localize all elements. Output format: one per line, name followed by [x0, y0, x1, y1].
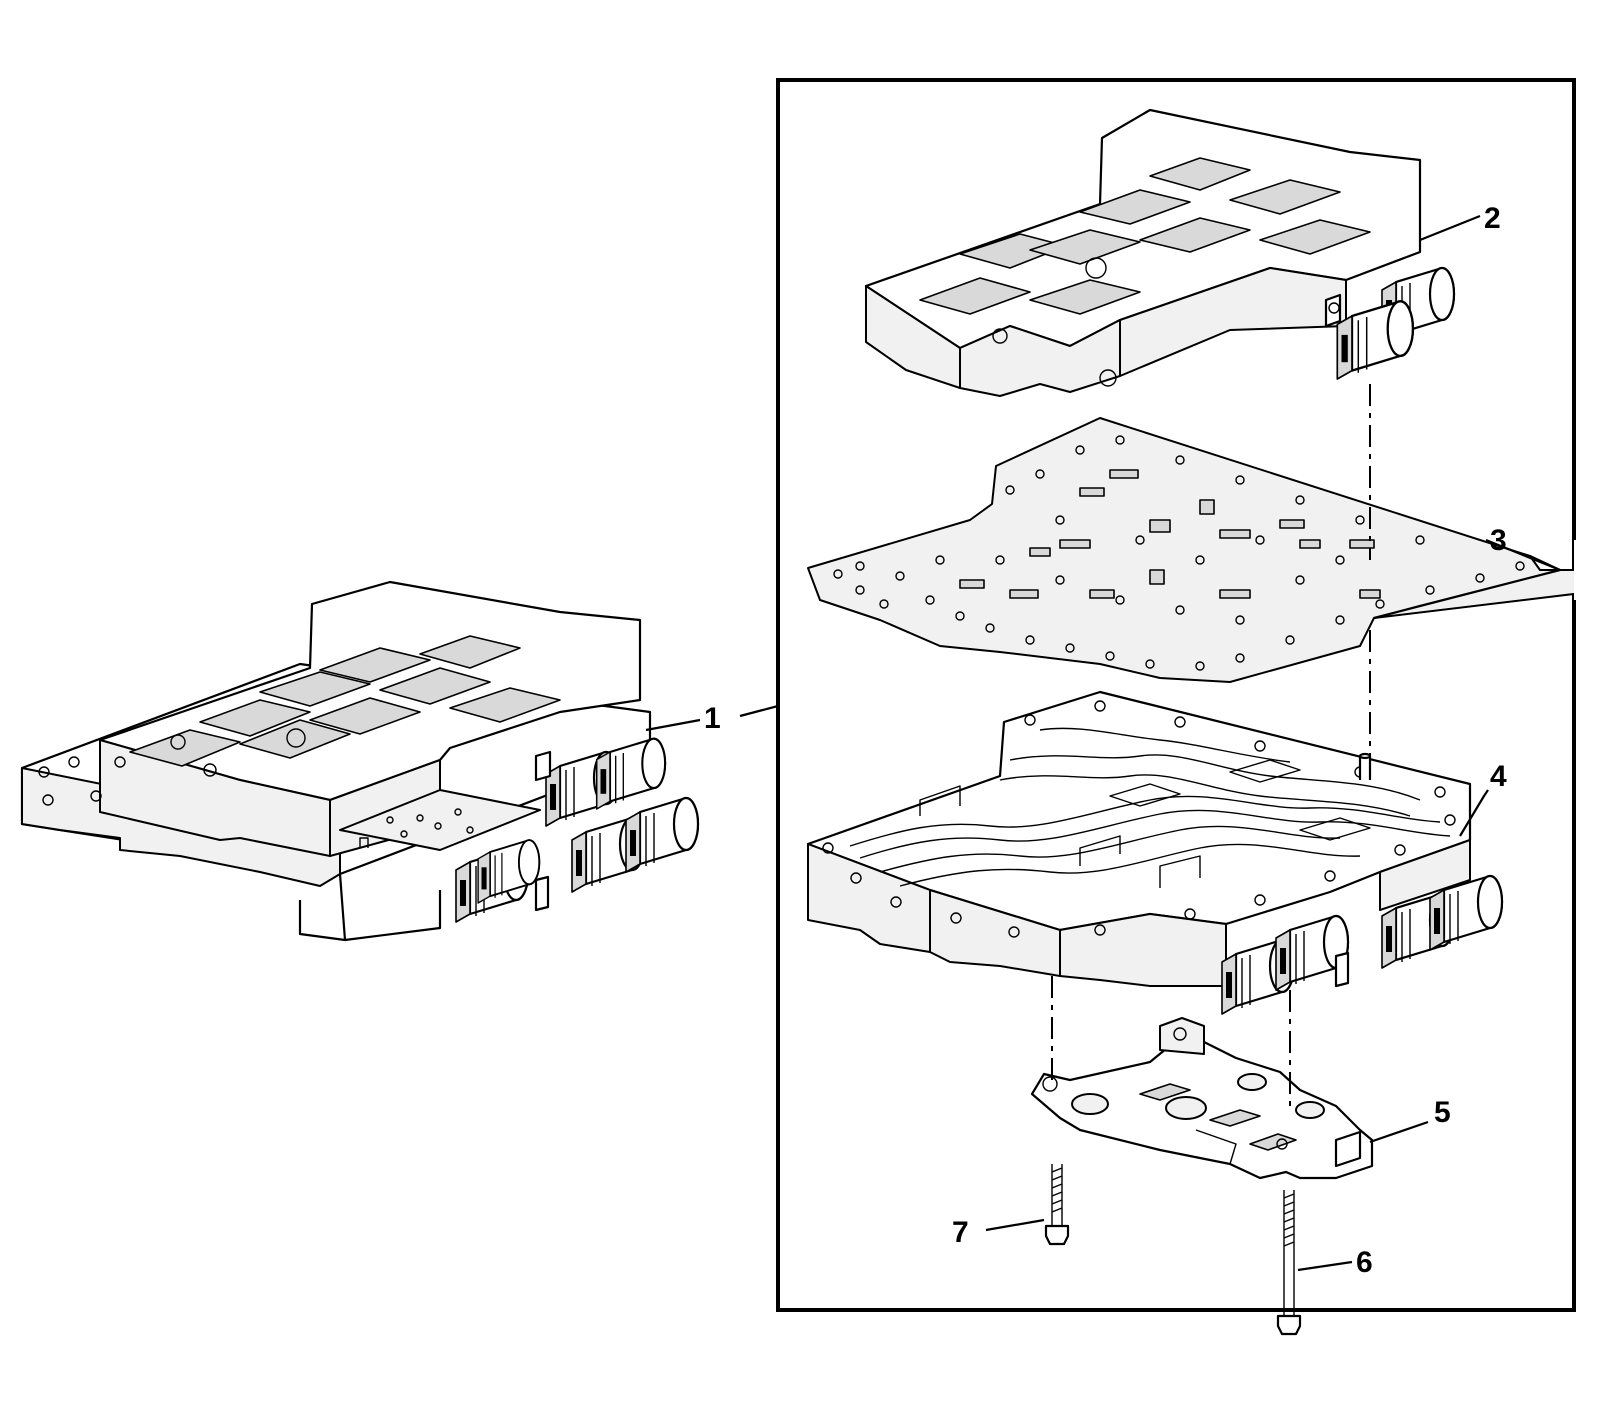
alignment-lines: [1051, 384, 1371, 1110]
upper-valve-body: [864, 108, 1456, 397]
callout-2: 2: [1484, 202, 1501, 235]
lower-valve-body: [806, 690, 1504, 1016]
exploded-view-frame: [776, 78, 1576, 1312]
assembled-valve-body: [20, 580, 700, 942]
callout-1: 1: [704, 702, 721, 735]
control-module: [1030, 1017, 1374, 1180]
callouts: 1 2 3 4 5 6 7: [704, 202, 1507, 1279]
callout-7: 7: [952, 1216, 969, 1249]
bolt-short: [1044, 1164, 1070, 1246]
separator-plate: [807, 417, 1600, 683]
callout-4: 4: [1490, 760, 1507, 793]
callout-3: 3: [1490, 524, 1507, 557]
callout-6: 6: [1356, 1246, 1373, 1279]
bolt-long: [1276, 1190, 1302, 1336]
leader-lines: [645, 214, 1561, 1272]
callout-5: 5: [1434, 1096, 1451, 1129]
